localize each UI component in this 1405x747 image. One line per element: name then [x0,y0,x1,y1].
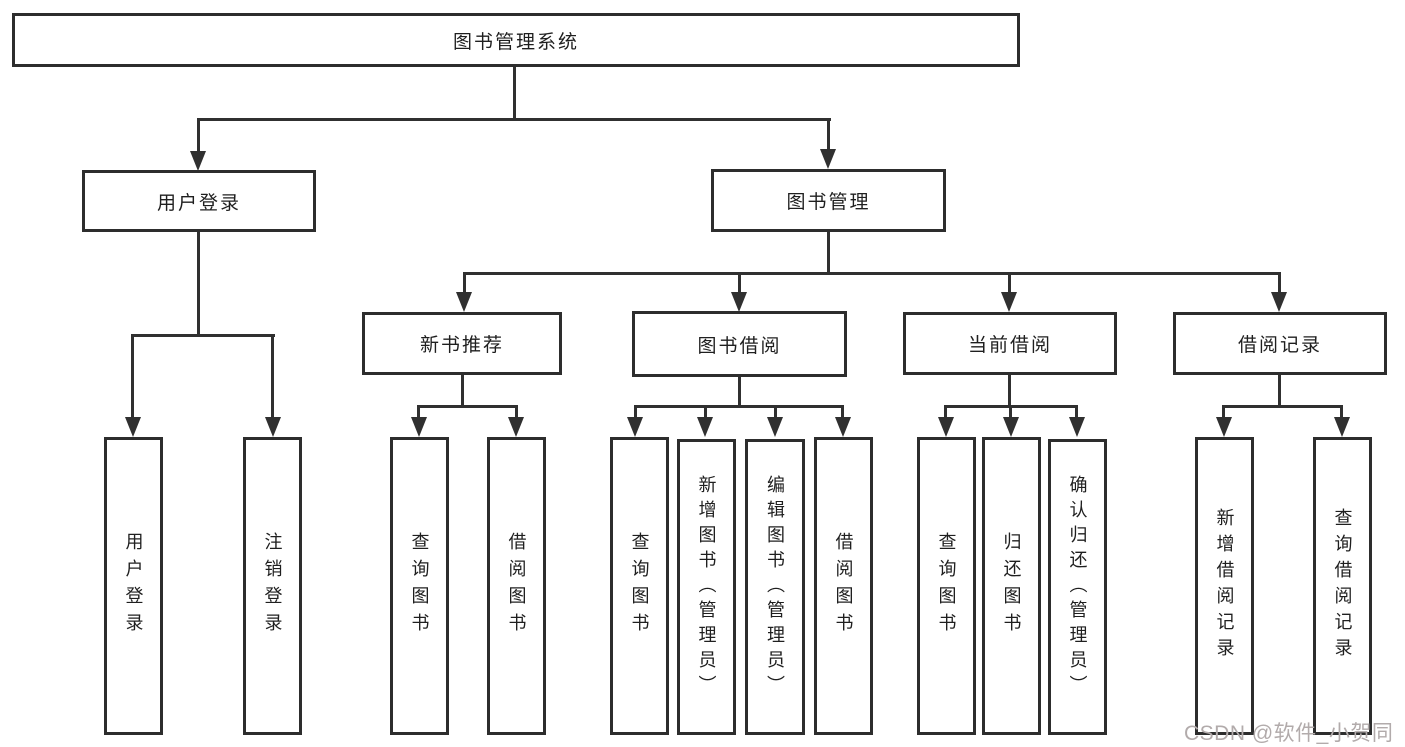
connector-line [463,272,466,298]
connector-line [417,405,420,425]
node-label: 编辑图书（管理员） [765,474,785,700]
node-label: 注销登录 [262,532,283,640]
arrow-down-icon [190,151,206,171]
arrow-down-icon [265,417,281,437]
node-book-management: 图书管理 [711,169,946,232]
arrow-down-icon [627,417,643,437]
node-label: 查询图书 [409,532,430,640]
connector-line [132,334,275,337]
arrow-down-icon [820,149,836,169]
connector-line [1008,272,1011,298]
node-borrowing-records: 借阅记录 [1173,312,1387,375]
node-label: 当前借阅 [967,335,1052,356]
connector-line [461,373,464,407]
connector-line [1278,373,1281,407]
connector-line [1008,373,1011,407]
connector-line [634,405,637,425]
node-library-system: 图书管理系统 [12,13,1020,67]
node-label: 查询图书 [936,532,957,640]
arrow-down-icon [767,417,783,437]
node-label: 借阅图书 [506,532,527,640]
leaf-bb-query-books: 查询图书 [610,437,669,735]
leaf-br-add-record: 新增借阅记录 [1195,437,1254,735]
node-new-book-recommend: 新书推荐 [362,312,562,375]
connector-line [1278,272,1281,298]
connector-line [197,231,200,336]
connector-line [738,375,741,407]
arrow-down-icon [1271,292,1287,312]
node-current-borrowing: 当前借阅 [903,312,1117,375]
arrow-down-icon [456,292,472,312]
leaf-cb-return-books: 归还图书 [982,437,1041,735]
leaf-bb-add-books-admin: 新增图书（管理员） [677,439,736,735]
connector-line [634,405,844,408]
connector-line [1222,405,1225,425]
node-label: 用户登录 [156,192,241,214]
arrow-down-icon [835,417,851,437]
node-label: 新增借阅记录 [1214,508,1235,664]
node-label: 新书推荐 [419,335,504,356]
connector-line [1075,405,1078,425]
arrow-down-icon [697,417,713,437]
arrow-down-icon [1003,417,1019,437]
connector-line [271,334,274,424]
leaf-bb-borrow-books: 借阅图书 [814,437,873,735]
arrow-down-icon [1001,292,1017,312]
node-label: 用户登录 [123,532,144,640]
leaf-nb-borrow-books: 借阅图书 [487,437,546,735]
leaf-logout: 注销登录 [243,437,302,735]
arrow-down-icon [731,292,747,312]
connector-line [827,230,830,275]
leaf-user-login: 用户登录 [104,437,163,735]
connector-line [827,118,830,156]
connector-line [197,118,831,121]
connector-line [704,405,707,425]
connector-line [1009,405,1012,425]
node-user-login: 用户登录 [82,170,316,232]
arrow-down-icon [1334,417,1350,437]
node-book-borrowing: 图书借阅 [632,311,847,377]
arrow-down-icon [1216,417,1232,437]
connector-line [513,64,516,120]
connector-line [417,405,518,408]
leaf-cb-confirm-return-admin: 确认归还（管理员） [1048,439,1107,735]
connector-line [738,272,741,298]
node-label: 借阅记录 [1237,335,1322,356]
connector-line [1340,405,1343,425]
connector-line [1222,405,1343,408]
arrow-down-icon [125,417,141,437]
csdn-watermark: CSDN @软件_小贺同学 [1184,722,1394,745]
node-label: 图书管理系统 [452,31,579,53]
node-label: 图书借阅 [697,335,782,357]
node-label: 查询借阅记录 [1332,508,1353,664]
node-label: 查询图书 [629,532,650,640]
node-label: 归还图书 [1001,532,1022,640]
leaf-bb-edit-books-admin: 编辑图书（管理员） [745,439,805,735]
connector-line [515,405,518,425]
arrow-down-icon [508,417,524,437]
connector-line [197,118,200,156]
connector-line [944,405,947,425]
arrow-down-icon [1069,417,1085,437]
node-label: 新增图书（管理员） [696,474,717,700]
node-label: 图书管理 [786,192,871,213]
connector-line [841,405,844,425]
connector-line [131,334,134,424]
node-label: 借阅图书 [833,532,854,640]
leaf-br-query-record: 查询借阅记录 [1313,437,1372,735]
arrow-down-icon [411,417,427,437]
leaf-nb-query-books: 查询图书 [390,437,449,735]
connector-line [774,405,777,425]
leaf-cb-query-books: 查询图书 [917,437,976,735]
arrow-down-icon [938,417,954,437]
connector-line [463,272,1281,275]
node-label: 确认归还（管理员） [1067,474,1088,700]
